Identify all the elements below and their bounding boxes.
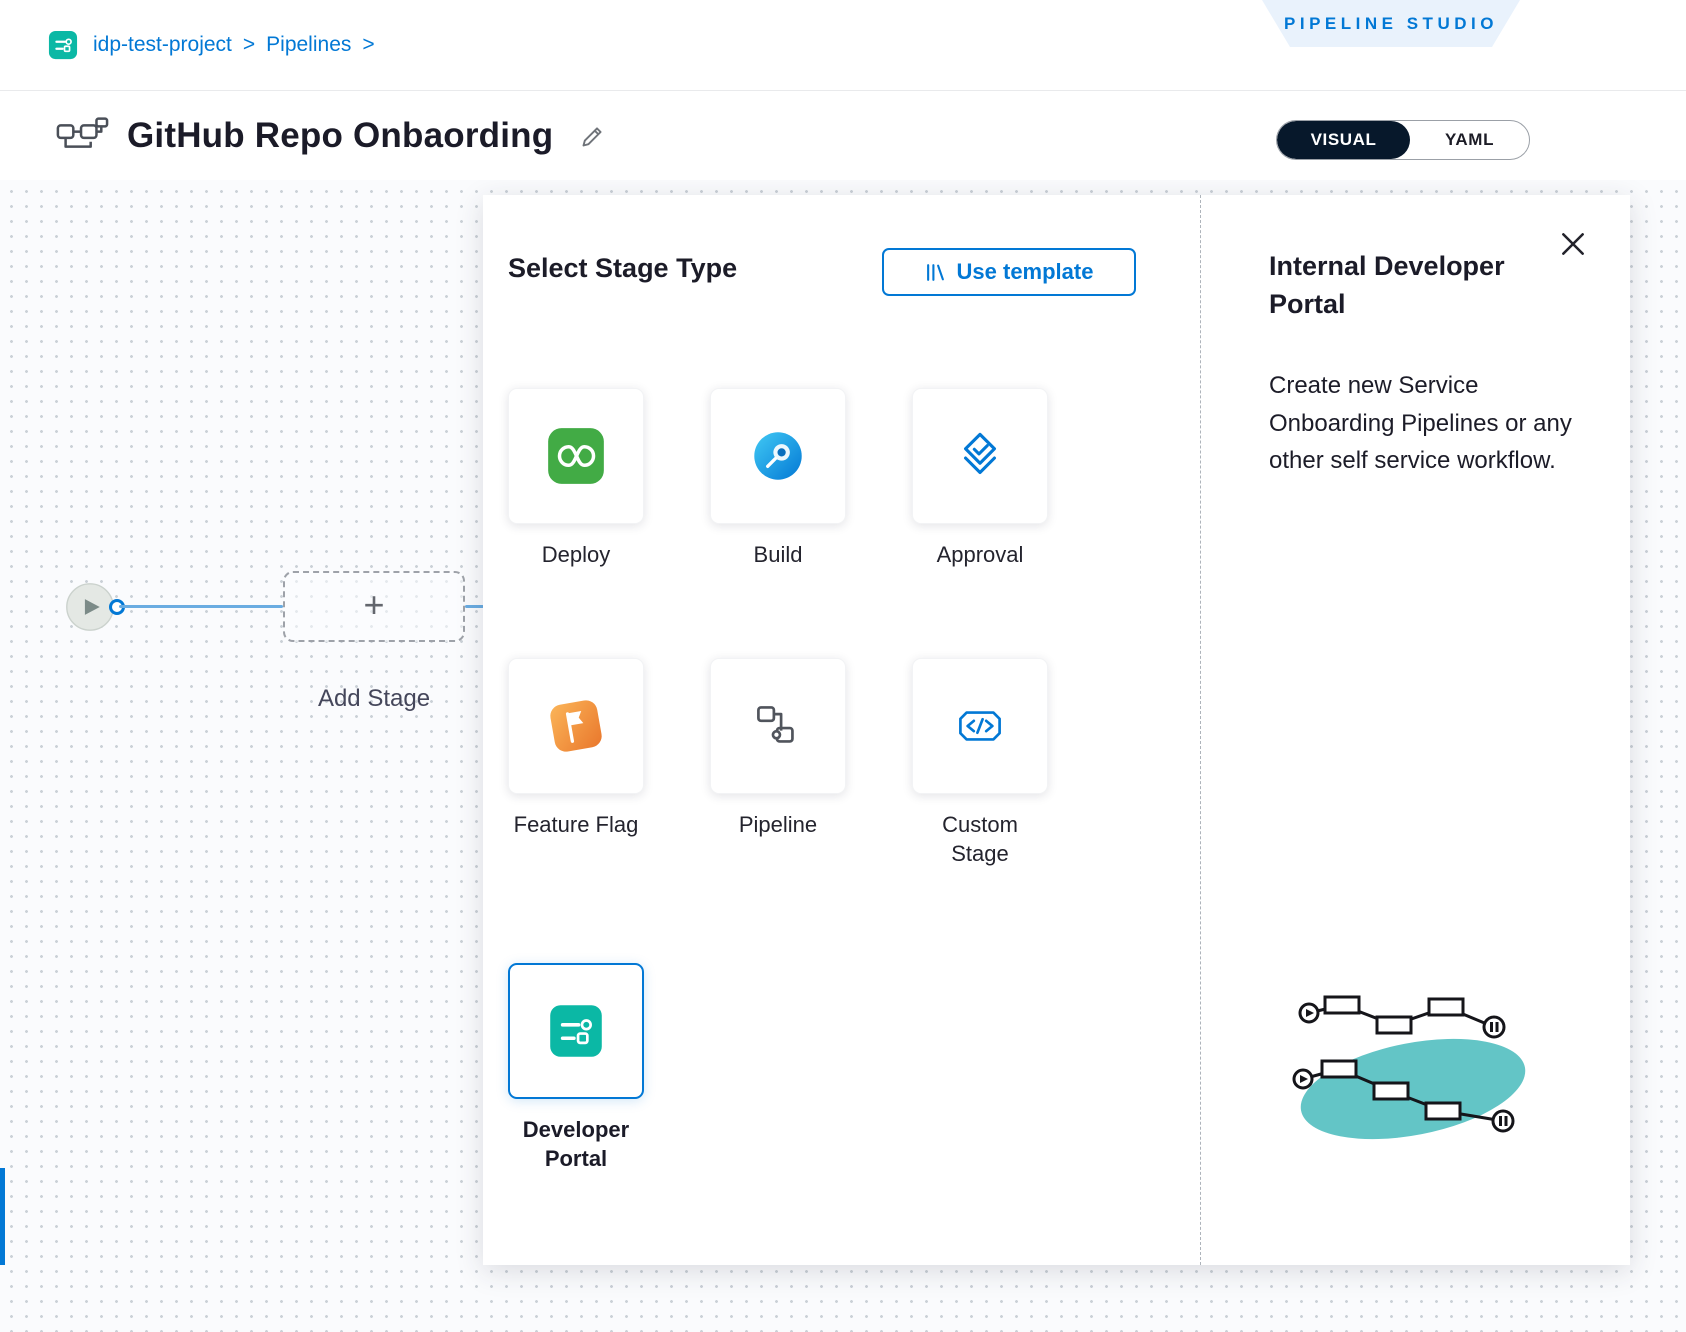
breadcrumb-separator: > — [362, 33, 375, 56]
project-icon — [48, 30, 78, 60]
stage-label: Deploy — [541, 542, 611, 567]
developer-portal-icon — [550, 1005, 602, 1057]
add-stage-button[interactable]: + — [283, 571, 465, 642]
stage-card-deploy[interactable] — [508, 388, 644, 524]
stage-card-pipeline[interactable] — [710, 658, 846, 794]
stage-cell-feature-flag: Feature Flag — [508, 658, 644, 868]
breadcrumb-pipelines-link[interactable]: Pipelines — [266, 33, 352, 56]
stage-label: Build — [753, 542, 803, 567]
stage-label: Pipeline — [738, 812, 818, 837]
pipeline-flowchart-icon — [55, 115, 109, 157]
feature-flag-icon — [550, 700, 602, 752]
stage-cell-approval: Approval — [912, 388, 1048, 569]
stage-label: Custom Stage — [942, 812, 1018, 866]
stage-card-approval[interactable] — [912, 388, 1048, 524]
info-panel-title: Internal Developer Portal — [1269, 251, 1505, 319]
stage-card-build[interactable] — [710, 388, 846, 524]
stage-label: Developer Portal — [522, 1117, 630, 1171]
page-title: GitHub Repo Onbaording — [127, 116, 554, 155]
toggle-yaml[interactable]: YAML — [1445, 130, 1495, 149]
edge-line — [465, 605, 484, 608]
stage-cell-pipeline: Pipeline — [710, 658, 846, 868]
left-accent-strip — [0, 1168, 5, 1265]
stage-row-3: Developer Portal — [508, 963, 644, 1173]
approval-icon — [964, 432, 996, 475]
use-template-button[interactable]: Use template — [882, 248, 1136, 296]
stage-card-developer-portal[interactable] — [508, 963, 644, 1099]
deploy-icon — [548, 428, 604, 484]
close-icon[interactable] — [1558, 229, 1588, 259]
stage-row-1: Deploy — [508, 388, 1048, 569]
pipeline-studio-badge: PIPELINE STUDIO — [1262, 0, 1520, 47]
custom-stage-icon — [959, 711, 1001, 741]
use-template-label: Use template — [956, 259, 1094, 284]
stage-info-panel: Internal Developer Portal Create new Ser… — [1200, 195, 1630, 1265]
stage-label: Approval — [936, 542, 1024, 567]
stage-cell-deploy: Deploy — [508, 388, 644, 569]
stage-cell-build: Build — [710, 388, 846, 569]
pipeline-start-node[interactable] — [64, 581, 116, 633]
select-stage-title: Select Stage Type — [508, 253, 738, 283]
edit-title-icon[interactable] — [579, 123, 606, 150]
breadcrumb-project-link[interactable]: idp-test-project — [93, 33, 232, 56]
stage-cell-custom-stage: Custom Stage — [912, 658, 1048, 868]
stage-card-feature-flag[interactable] — [508, 658, 644, 794]
edge-line — [119, 605, 283, 608]
toggle-visual[interactable]: VISUAL — [1277, 121, 1411, 159]
add-stage-label: Add Stage — [317, 685, 431, 712]
stage-label: Feature Flag — [513, 812, 639, 837]
header-bar: GitHub Repo Onbaording VISUAL YAML — [0, 92, 1686, 180]
info-panel-description: Create new Service Onboarding Pipelines … — [1269, 372, 1572, 474]
pipeline-illustration — [1287, 967, 1551, 1183]
plus-icon: + — [363, 583, 385, 625]
build-icon — [754, 432, 802, 480]
pipeline-canvas: + Add Stage Select Stage Type Use templa… — [0, 180, 1686, 1332]
stage-cell-developer-portal: Developer Portal — [508, 963, 644, 1173]
breadcrumb-separator: > — [242, 33, 256, 56]
pipeline-stage-icon — [757, 706, 794, 743]
select-stage-modal: Select Stage Type Use template Deplo — [483, 195, 1630, 1265]
visual-yaml-toggle: VISUAL YAML — [1276, 120, 1530, 160]
stage-card-custom-stage[interactable] — [912, 658, 1048, 794]
template-library-icon — [926, 263, 944, 281]
stage-row-2: Feature Flag Pipeline — [508, 658, 1048, 868]
